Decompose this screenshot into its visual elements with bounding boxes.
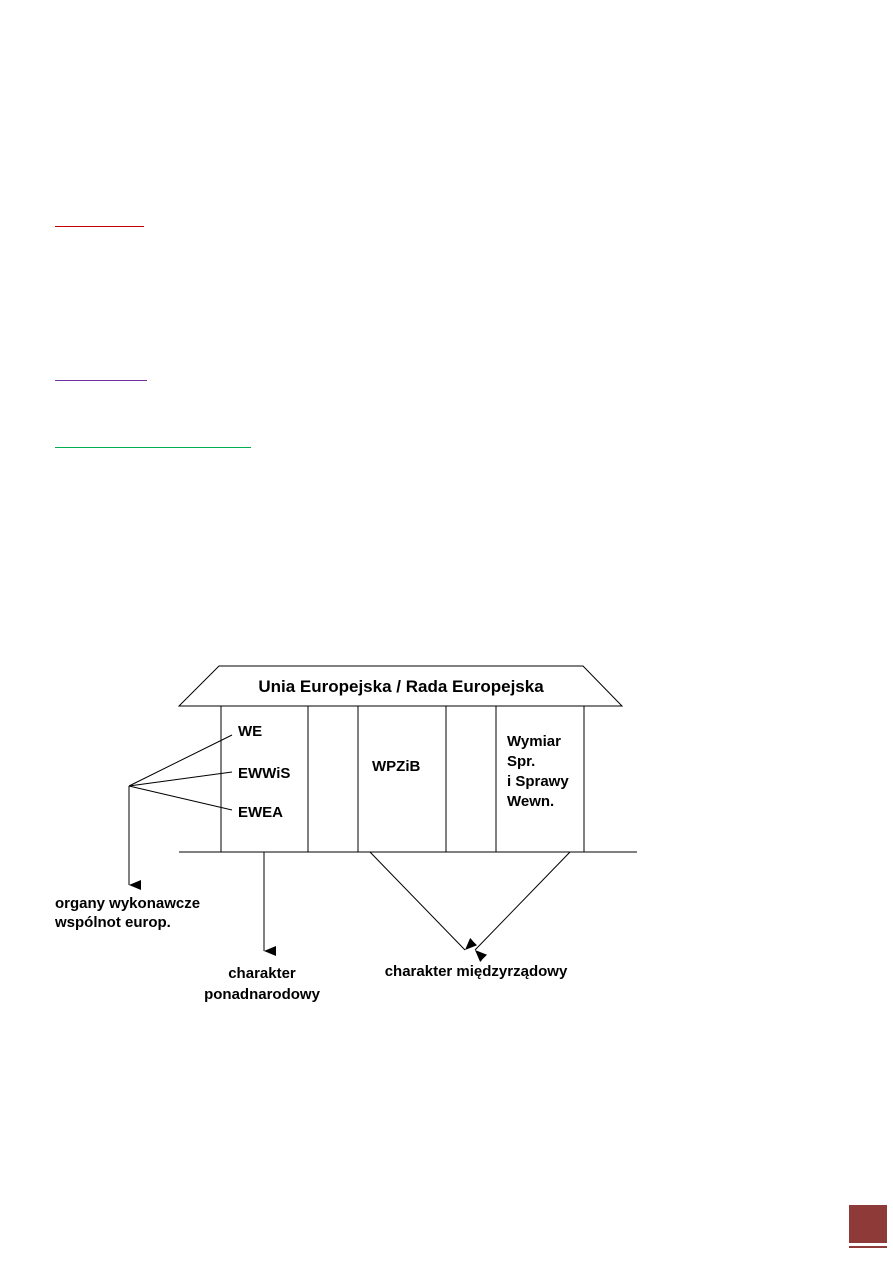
pillar-3: [495, 705, 585, 853]
note-center-line-1: charakter: [228, 965, 296, 982]
pillar3-line-4: Wewn.: [507, 793, 554, 810]
pillar-1: [220, 705, 309, 853]
arrow-pillar2-converge: [369, 851, 478, 951]
page-number-badge: [849, 1205, 887, 1243]
connector-we: [128, 734, 233, 787]
pillar3-line-3: i Sprawy: [507, 773, 569, 790]
pillar1-item-we: WE: [238, 723, 262, 740]
roof-label: Unia Europejska / Rada Europejska: [258, 677, 544, 696]
pillar3-line-2: Spr.: [507, 753, 535, 770]
purple-underline-rule: [55, 380, 147, 381]
green-underline-rule: [55, 447, 251, 448]
connector-ewea: [128, 785, 233, 811]
pillar-2: [357, 705, 447, 853]
arrow-pillar3-converge: [474, 851, 571, 962]
red-underline-rule: [55, 226, 144, 227]
roof-shape: [177, 665, 624, 707]
connector-ewwis: [128, 771, 233, 787]
pillar2-label: WPZiB: [372, 758, 420, 775]
note-left-line-2: wspólnot europ.: [54, 914, 171, 931]
pillar3-line-1: Wymiar: [507, 733, 561, 750]
note-center-line-2: ponadnarodowy: [204, 986, 320, 1003]
note-right: charakter międzyrządowy: [385, 963, 568, 980]
page-badge-underline: [849, 1246, 887, 1248]
pillar1-item-ewwis: EWWiS: [238, 765, 290, 782]
pillar1-item-ewea: EWEA: [238, 804, 283, 821]
note-left-line-1: organy wykonawcze: [55, 895, 200, 912]
